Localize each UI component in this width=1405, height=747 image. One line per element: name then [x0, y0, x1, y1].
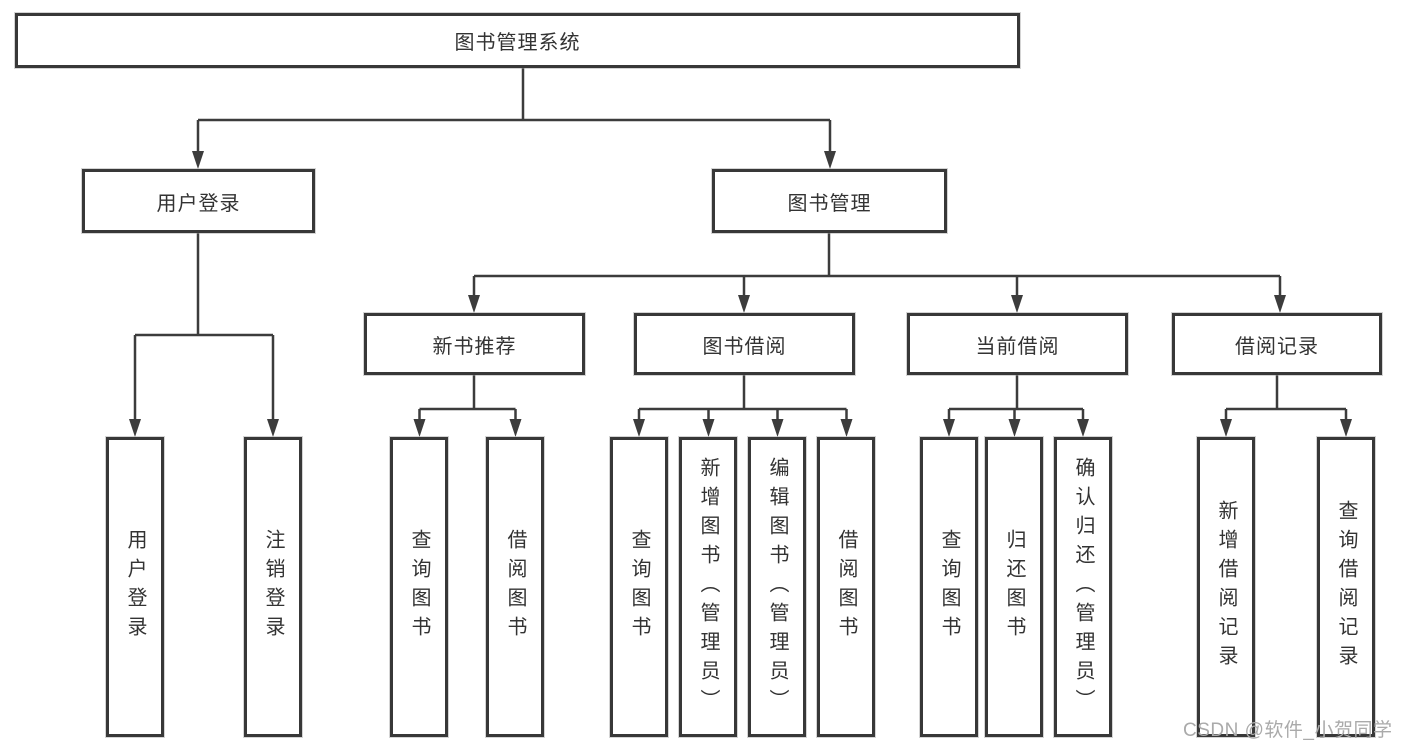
leaf-borrowing-borrow-books: 借阅图书 — [817, 437, 875, 737]
leaf-label: 查询图书 — [938, 529, 960, 645]
leaf-label: 确认归还（管理员） — [1072, 456, 1094, 718]
node-borrowing-records: 借阅记录 — [1172, 313, 1382, 375]
leaf-label: 用户登录 — [124, 529, 146, 645]
node-root-system: 图书管理系统 — [15, 13, 1020, 68]
node-label: 图书借阅 — [702, 335, 787, 358]
leaf-current-return-books: 归还图书 — [985, 437, 1043, 737]
leaf-label: 新增借阅记录 — [1215, 500, 1237, 674]
leaf-label: 新增图书（管理员） — [697, 456, 719, 718]
leaf-borrowing-query-books: 查询图书 — [610, 437, 668, 737]
node-label: 当前借阅 — [975, 335, 1060, 358]
leaf-current-query-books: 查询图书 — [920, 437, 978, 737]
node-label: 图书管理系统 — [454, 32, 581, 54]
leaf-label: 注销登录 — [262, 529, 284, 645]
node-book-borrowing: 图书借阅 — [634, 313, 855, 375]
node-label: 图书管理 — [787, 192, 872, 215]
leaf-label: 查询图书 — [408, 529, 430, 645]
leaf-records-query-record: 查询借阅记录 — [1317, 437, 1375, 737]
leaf-label: 借阅图书 — [835, 529, 857, 645]
leaf-newbook-query-books: 查询图书 — [390, 437, 448, 737]
node-book-management: 图书管理 — [712, 169, 947, 233]
node-current-borrowing: 当前借阅 — [907, 313, 1128, 375]
leaf-label: 查询图书 — [628, 529, 650, 645]
node-new-book-recommend: 新书推荐 — [364, 313, 585, 375]
leaf-user-login: 用户登录 — [106, 437, 164, 737]
node-label: 用户登录 — [156, 192, 241, 215]
csdn-watermark: CSDN @软件_小贺同学 — [1183, 720, 1393, 741]
leaf-borrowing-edit-books-admin: 编辑图书（管理员） — [748, 437, 806, 737]
node-label: 借阅记录 — [1235, 335, 1319, 358]
node-label: 新书推荐 — [432, 335, 517, 358]
leaf-borrowing-add-books-admin: 新增图书（管理员） — [679, 437, 737, 737]
leaf-current-confirm-return-admin: 确认归还（管理员） — [1054, 437, 1112, 737]
leaf-label: 借阅图书 — [504, 529, 526, 645]
leaf-label: 归还图书 — [1003, 529, 1025, 645]
leaf-logout: 注销登录 — [244, 437, 302, 737]
leaf-label: 编辑图书（管理员） — [766, 456, 788, 718]
leaf-records-add-record: 新增借阅记录 — [1197, 437, 1255, 737]
node-user-login-group: 用户登录 — [82, 169, 315, 233]
leaf-label: 查询借阅记录 — [1335, 500, 1357, 674]
leaf-newbook-borrow-books: 借阅图书 — [486, 437, 544, 737]
